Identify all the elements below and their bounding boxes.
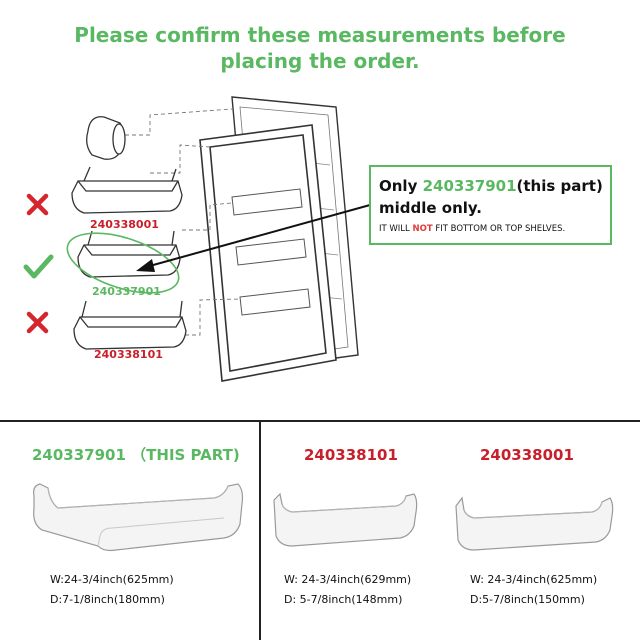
headline-line-1: Please confirm these measurements before <box>74 23 566 47</box>
shelf-label-middle: 240337901 <box>92 285 161 298</box>
part-title-240338001: 240338001 <box>480 446 574 464</box>
dashed-guides <box>125 108 241 336</box>
shelf-bin-bottom <box>73 300 187 350</box>
check-mark-icon <box>23 254 54 279</box>
part-specs-240337901: W:24-3/4inch(625mm) D:7-1/8inch(180mm) <box>50 570 174 610</box>
shelf-bin-top <box>71 166 183 214</box>
callout-line-1: Only 240337901(this part) <box>379 177 603 195</box>
part-title-240337901: 240337901 （THIS PART) <box>32 446 240 464</box>
spec-width: W: 24-3/4inch(629mm) <box>284 573 412 586</box>
part-specs-240338001: W: 24-3/4inch(625mm) D:5-7/8inch(150mm) <box>470 570 597 610</box>
shelf-bin-image-1 <box>33 483 244 552</box>
shelf-label-bottom: 240338101 <box>94 348 163 361</box>
callout-warning: IT WILL NOT FIT BOTTOM OR TOP SHELVES. <box>379 224 565 234</box>
part-specs-240338101: W: 24-3/4inch(629mm) D: 5-7/8inch(148mm) <box>284 570 411 610</box>
spec-depth: D:5-7/8inch(150mm) <box>470 593 585 606</box>
callout-line-2: middle only. <box>379 199 483 217</box>
shelf-bin-image-2 <box>273 492 418 547</box>
spec-width: W: 24-3/4inch(625mm) <box>470 573 598 586</box>
shelf-bin-image-3 <box>455 496 614 551</box>
headline-line-2: placing the order. <box>220 49 420 73</box>
callout-prefix: Only <box>379 177 423 195</box>
x-mark-icon <box>26 193 49 216</box>
shelf-label-top: 240338001 <box>90 218 159 231</box>
horizontal-divider <box>0 420 640 422</box>
vertical-divider <box>259 421 261 640</box>
callout-part-number: 240337901 <box>422 177 517 195</box>
butter-container-icon <box>86 116 126 160</box>
warning-suffix: FIT BOTTOM OR TOP SHELVES. <box>432 224 566 234</box>
callout-box: Only 240337901(this part) middle only. I… <box>369 165 612 245</box>
spec-width: W:24-3/4inch(625mm) <box>50 573 174 586</box>
spec-depth: D: 5-7/8inch(148mm) <box>284 593 403 606</box>
part-title-240338101: 240338101 <box>304 446 398 464</box>
callout-suffix: (this part) <box>516 177 603 195</box>
warning-prefix: IT WILL <box>379 224 413 234</box>
highlight-ellipse <box>66 232 180 294</box>
spec-depth: D:7-1/8inch(180mm) <box>50 593 165 606</box>
x-mark-icon <box>26 311 49 334</box>
pointer-arrow <box>136 204 371 272</box>
door-gasket <box>199 124 337 382</box>
door-shelves <box>231 188 311 316</box>
warning-not: NOT <box>412 224 433 234</box>
fridge-diagram: 240338001 240337901 240338101 <box>23 96 371 382</box>
